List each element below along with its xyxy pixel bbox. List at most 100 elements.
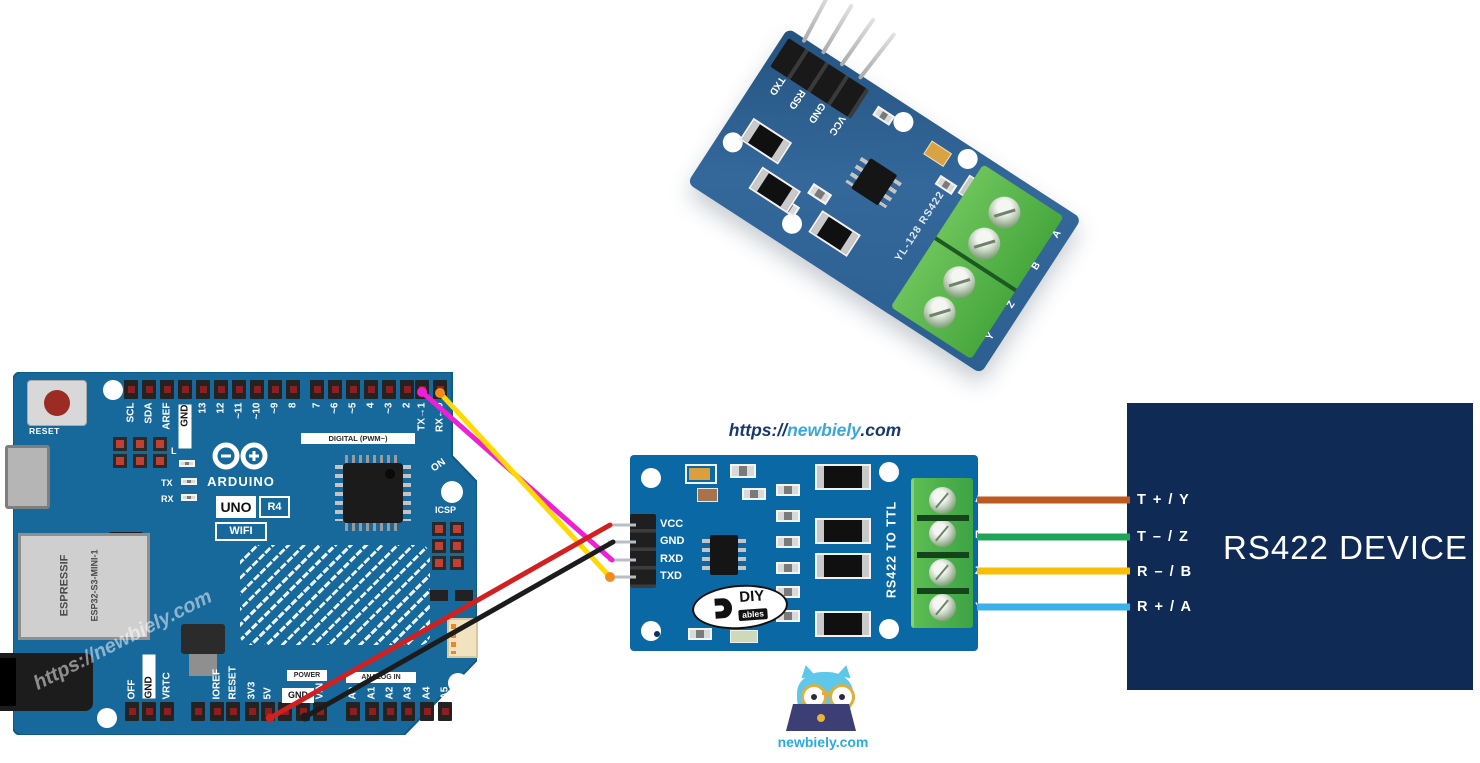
- wire-dot: [605, 572, 615, 582]
- header-pin: [365, 702, 379, 721]
- grid-pin: [432, 522, 446, 536]
- terminal-label-b: B: [975, 529, 983, 541]
- reset-button-cap[interactable]: [44, 390, 70, 416]
- power-jack-opening: [0, 658, 16, 706]
- grid-pin: [153, 454, 167, 468]
- header-pin: [226, 702, 240, 721]
- esp32-model-label: ESP32-S3-MINI-1: [89, 549, 100, 622]
- header-pin: [420, 702, 434, 721]
- mounting-hole: [953, 145, 982, 173]
- pin-label-a3: A3: [402, 686, 414, 700]
- terminal-label-z: Z: [975, 565, 982, 577]
- arduino-uno-r4-wifi-board: RESET SCL SDA AREF GND 13 12 ~11 ~10 ~9 …: [0, 372, 478, 735]
- owl-pupil-icon: [839, 694, 845, 700]
- grid-pin: [432, 539, 446, 553]
- header-needle: [857, 31, 897, 81]
- chip-legs: [403, 465, 411, 521]
- owl-glasses-bridge-icon: [822, 692, 830, 695]
- header-pin: [178, 380, 192, 399]
- laptop-icon: [786, 704, 856, 731]
- mounting-hole: [448, 673, 468, 693]
- regulator-chip: [181, 624, 225, 654]
- esp-antenna-component: [447, 618, 478, 658]
- rx-led-label: RX: [161, 494, 174, 504]
- header-needle: [820, 3, 855, 55]
- pin-label-5v: 5V: [262, 687, 274, 700]
- header-pin: [313, 702, 327, 721]
- diode: [815, 553, 871, 579]
- regulator-tab: [189, 654, 217, 676]
- power-jack: [0, 653, 93, 711]
- smd-component: [776, 510, 800, 522]
- smd-component: [742, 488, 766, 500]
- diode: [808, 210, 861, 257]
- pin-label-8: 8: [287, 402, 299, 409]
- grid-pin: [450, 556, 464, 570]
- smd-component: [807, 183, 833, 206]
- mounting-hole: [441, 481, 463, 503]
- header-pin: [196, 380, 210, 399]
- header-pin: [415, 380, 429, 399]
- esp32-brand-label: ESPRESSIF: [58, 554, 71, 617]
- esp32-module: [18, 533, 150, 640]
- header-pin: [160, 380, 174, 399]
- header-pin: [160, 702, 174, 721]
- header-pin: [142, 702, 156, 721]
- diode: [815, 464, 871, 490]
- grid-pin: [450, 539, 464, 553]
- header-pin: [191, 702, 205, 721]
- pin-label-3v3: 3V3: [246, 681, 258, 700]
- diode: [815, 611, 871, 637]
- terminal-screw: [929, 559, 956, 586]
- header-pin: [401, 702, 415, 721]
- resistor: [697, 488, 718, 502]
- terminal-slot: [917, 552, 969, 558]
- terminal-slot: [917, 515, 969, 521]
- pin-label-gnd: GND: [178, 404, 192, 449]
- header-pin: [278, 702, 292, 721]
- pin-label-rxd: RXD: [660, 553, 684, 565]
- logo-diy-text: DIY: [738, 587, 765, 607]
- led: [730, 630, 758, 643]
- header-pin: [364, 380, 378, 399]
- header-pin: [210, 702, 224, 721]
- model-r4-badge: R4: [259, 496, 290, 518]
- mounting-hole: [641, 468, 661, 488]
- header-pin: [433, 380, 447, 399]
- pin-label-vin: VIN: [314, 682, 326, 700]
- header-pin: [261, 702, 275, 721]
- device-port-tz: T – / Z: [1137, 529, 1190, 545]
- mounting-hole: [889, 108, 918, 136]
- pin-label-vcc: VCC: [660, 518, 684, 530]
- pin-label-gnd2: GND: [142, 654, 156, 699]
- logo-ables-text: ables: [737, 608, 769, 622]
- pin-label-reset: RESET: [227, 666, 239, 700]
- owl-pupil-icon: [811, 694, 817, 700]
- pin-label-ioref: IOREF: [211, 668, 223, 700]
- diode: [815, 518, 871, 544]
- pin-label-vrtc: VRTC: [161, 672, 173, 700]
- chip-legs: [345, 455, 401, 463]
- terminal-label-y: Y: [975, 601, 983, 613]
- pin-label-tx1: TX→1: [416, 402, 428, 431]
- led-tx: [181, 478, 197, 485]
- header-pin: [400, 380, 414, 399]
- device-port-rb: R – / B: [1137, 564, 1193, 580]
- screw-terminal: [911, 478, 973, 628]
- smd-component: [776, 536, 800, 548]
- led-l: [179, 460, 195, 467]
- usb-connector: [5, 445, 50, 509]
- smd-component: [872, 105, 896, 126]
- reset-button[interactable]: [27, 380, 87, 426]
- pin-header: [630, 514, 656, 588]
- pin-label-off: OFF: [126, 679, 138, 700]
- led-rx: [181, 494, 197, 501]
- smd-component: [688, 628, 712, 640]
- header-pin: [328, 380, 342, 399]
- header-pin: [438, 702, 452, 721]
- pin-label-scl: SCL: [125, 402, 137, 423]
- header-pin: [382, 380, 396, 399]
- header-pin: [125, 702, 139, 721]
- rs422-device-box: RS422 DEVICE T + / Y T – / Z R – / B R +…: [1127, 403, 1473, 690]
